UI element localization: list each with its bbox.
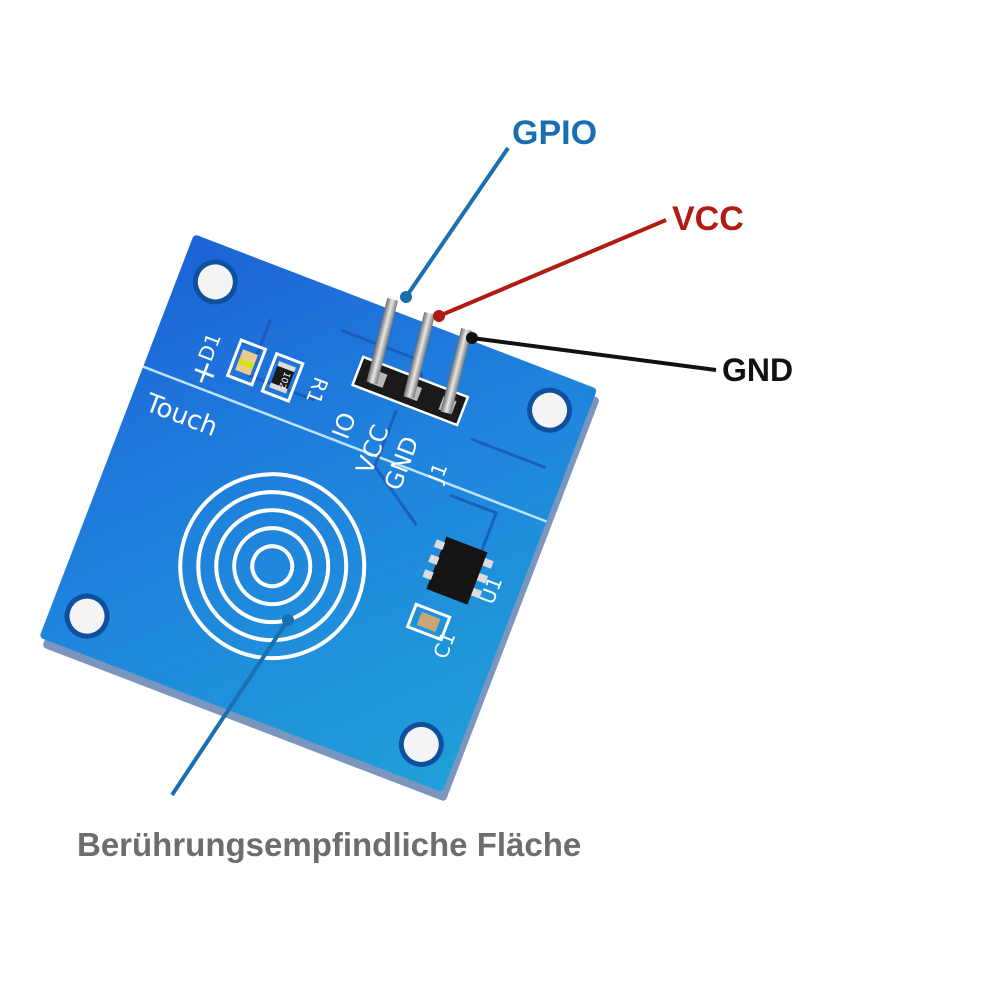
gpio-leader-dot — [400, 291, 412, 303]
touch-pad — [178, 472, 367, 661]
header-pins — [366, 298, 472, 415]
vcc-label: VCC — [672, 200, 744, 238]
gnd-label: GND — [722, 352, 794, 388]
pin-vcc — [403, 312, 435, 399]
pin-gnd — [440, 328, 472, 415]
mounting-hole-top-right — [527, 387, 573, 433]
silk-divider — [142, 365, 547, 523]
mounting-hole-bottom-left — [64, 593, 110, 639]
mounting-hole-bottom-right — [398, 721, 444, 767]
vcc-leader-dot — [433, 310, 445, 322]
gpio-label: GPIO — [512, 114, 598, 152]
capacitor-c1 — [405, 602, 452, 642]
touch-surface-label: Berührungsempfindliche Fläche — [77, 826, 582, 863]
resistor-r1 — [260, 351, 305, 403]
gnd-leader-line — [471, 336, 717, 372]
gpio-leader-line — [404, 146, 510, 299]
mounting-hole-top-left — [192, 259, 238, 305]
surface-leader-dot — [282, 614, 294, 626]
gnd-leader-dot — [466, 332, 478, 344]
pin-io — [366, 298, 398, 385]
chip-u1 — [422, 536, 494, 605]
surface-leader-line — [170, 618, 290, 797]
pcb-board: D1 R1 102 + Touch IO VCC GND J1 U1 C1 — [40, 235, 599, 801]
led-d1 — [225, 338, 268, 387]
vcc-leader-line — [438, 218, 667, 318]
board-body — [40, 235, 597, 792]
